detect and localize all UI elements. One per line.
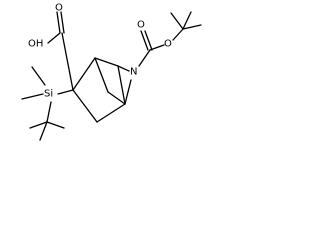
bond-si-methyl-1 bbox=[31, 66, 46, 86]
bond-tbu-methyl-3 bbox=[182, 11, 192, 30]
bond-ring-5 bbox=[117, 65, 126, 105]
carboxylic-acid-group: OH O bbox=[28, 3, 74, 91]
bond-c-o-double-1 bbox=[56, 11, 61, 34]
bond-si-tbu-methyl-2 bbox=[29, 121, 48, 129]
bond-ring-bridge-1 bbox=[94, 57, 109, 93]
bond-ring-3 bbox=[72, 89, 98, 123]
bond-ring-4 bbox=[96, 103, 126, 123]
bond-si-tbu bbox=[46, 101, 52, 123]
atom-label-silicon: Si bbox=[44, 89, 53, 100]
bond-ring-1 bbox=[72, 57, 96, 91]
bond-carbamate-c-o-double-1 bbox=[140, 30, 149, 51]
boc-carbamate-group: O O bbox=[137, 11, 202, 67]
bond-si-tbu-methyl-1 bbox=[39, 121, 48, 141]
bond-tbu-methyl-2 bbox=[182, 24, 202, 30]
bond-carbamate-c-o bbox=[149, 44, 165, 51]
atom-label-hydroxyl: OH bbox=[28, 39, 43, 50]
bond-acid-c-ring bbox=[61, 32, 74, 91]
bond-ring-si bbox=[57, 89, 74, 95]
bond-ring-to-n bbox=[124, 79, 132, 105]
atom-label-nitrogen: N bbox=[130, 67, 137, 78]
bond-ring-2 bbox=[94, 57, 119, 67]
bond-c-oh bbox=[47, 32, 61, 44]
bond-ring-bridge-2 bbox=[107, 91, 126, 105]
bond-n-carbonyl bbox=[138, 49, 151, 67]
atom-label-carbamate-ether-oxygen: O bbox=[164, 39, 172, 50]
bond-carbamate-c-o-double-2 bbox=[144, 30, 153, 51]
bond-si-tbu-methyl-3 bbox=[46, 121, 65, 129]
tert-butyldimethylsilyl-group: Si bbox=[21, 66, 74, 141]
bond-n-to-ring bbox=[117, 65, 130, 72]
bond-si-methyl-2 bbox=[21, 93, 44, 100]
atom-label-carbonyl-oxygen: O bbox=[55, 3, 63, 14]
bicyclic-ring-system bbox=[72, 57, 132, 123]
bond-c-o-double-2 bbox=[60, 11, 65, 34]
molecule-structure: OH O N O O Si bbox=[21, 3, 202, 141]
atom-label-carbamate-carbonyl-oxygen: O bbox=[137, 20, 145, 31]
bond-o-tert-butyl bbox=[172, 28, 184, 41]
bond-tbu-methyl-1 bbox=[170, 12, 184, 30]
